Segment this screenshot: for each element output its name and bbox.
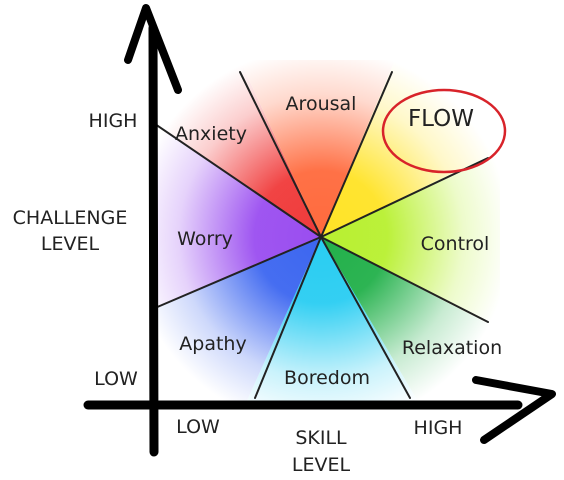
y-axis-arrowhead: [124, 4, 182, 94]
sector-dividers: [154, 71, 489, 399]
divider-relaxation-boredom: [320, 236, 411, 399]
divider-anxiety-arousal: [239, 71, 322, 238]
state-label-anxiety: Anxiety: [175, 123, 247, 145]
sector-fade-overlay: [150, 60, 500, 405]
state-label-arousal: Arousal: [286, 93, 357, 115]
axes: [83, 4, 556, 457]
divider-arousal-flow: [320, 71, 393, 238]
divider-anxiety-worry: [154, 123, 322, 238]
y-axis-title-line1: CHALLENGE: [13, 207, 128, 229]
state-label-apathy: Apathy: [179, 333, 246, 355]
divider-boredom-apathy: [254, 236, 322, 399]
state-label-control: Control: [421, 233, 490, 255]
y-axis-line: [148, 23, 159, 457]
state-label-flow: FLOW: [408, 106, 474, 132]
flow-highlight-circle: [381, 88, 507, 174]
x-axis-title-line2: LEVEL: [292, 454, 351, 476]
y-axis-high-label: HIGH: [89, 110, 138, 132]
state-labels: Arousal FLOW Anxiety Control Worry Relax…: [175, 93, 502, 389]
x-axis-arrowhead: [472, 376, 556, 444]
y-axis-low-label: LOW: [94, 368, 138, 390]
state-label-worry: Worry: [177, 228, 233, 250]
x-axis-title-line1: SKILL: [295, 427, 347, 449]
x-axis-high-label: HIGH: [414, 417, 463, 439]
x-axis-low-label: LOW: [176, 416, 220, 438]
divider-control-relaxation: [320, 236, 489, 323]
y-axis-title-line2: LEVEL: [41, 233, 100, 255]
state-label-relaxation: Relaxation: [402, 337, 502, 359]
axis-labels: HIGH CHALLENGE LEVEL LOW LOW SKILL LEVEL…: [13, 110, 463, 476]
divider-apathy-worry: [154, 236, 322, 309]
state-label-boredom: Boredom: [284, 367, 370, 389]
